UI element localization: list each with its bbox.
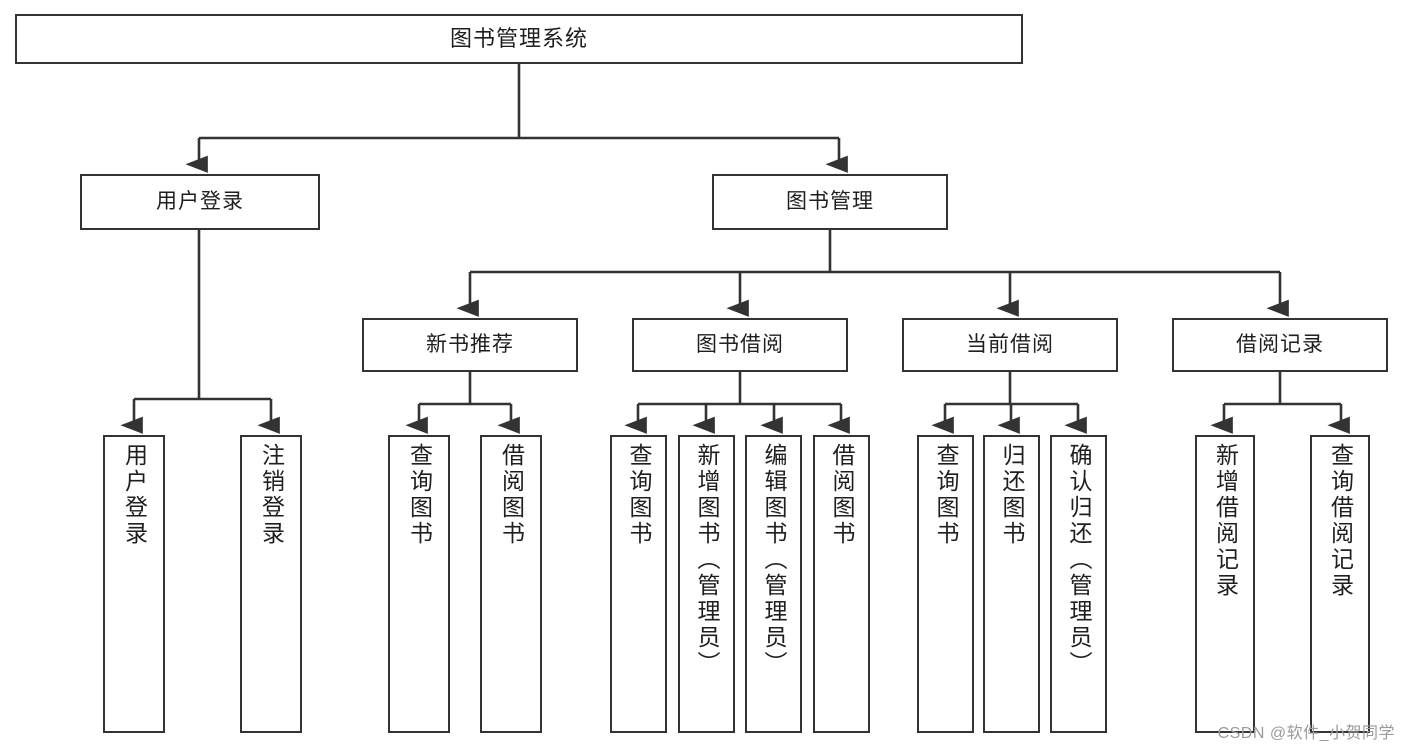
node-current-borrow[interactable]: 当前借阅 — [902, 318, 1118, 372]
leaf-user-login-signin[interactable]: 用户登录 — [103, 435, 165, 733]
node-root-system[interactable]: 图书管理系统 — [15, 14, 1023, 64]
node-label: 当前借阅 — [966, 333, 1054, 357]
node-label: 新增图书（管理员） — [694, 443, 720, 677]
watermark-text: CSDN @软件_小贺同学 — [1217, 725, 1395, 742]
leaf-user-login-signout[interactable]: 注销登录 — [240, 435, 302, 733]
node-book-borrow[interactable]: 图书借阅 — [632, 318, 848, 372]
node-label: 确认归还（管理员） — [1066, 443, 1092, 677]
leaf-current-query-book[interactable]: 查询图书 — [917, 435, 974, 733]
node-label: 查询借阅记录 — [1327, 443, 1354, 599]
node-label: 图书借阅 — [696, 333, 784, 357]
node-label: 借阅记录 — [1236, 333, 1324, 357]
leaf-current-confirm-return-admin[interactable]: 确认归还（管理员） — [1050, 435, 1107, 733]
leaf-current-return-book[interactable]: 归还图书 — [983, 435, 1040, 733]
node-label: 借阅图书 — [829, 443, 855, 547]
node-label: 用户登录 — [121, 443, 148, 547]
node-user-login[interactable]: 用户登录 — [80, 174, 320, 230]
node-label: 图书管理系统 — [449, 25, 588, 51]
leaf-borrow-borrow-book[interactable]: 借阅图书 — [813, 435, 870, 733]
node-label: 编辑图书（管理员） — [761, 443, 787, 677]
leaf-recommend-borrow-book[interactable]: 借阅图书 — [480, 435, 542, 733]
node-label: 用户登录 — [156, 190, 244, 214]
leaf-borrow-edit-book-admin[interactable]: 编辑图书（管理员） — [745, 435, 802, 733]
leaf-borrow-query-book[interactable]: 查询图书 — [610, 435, 667, 733]
node-label: 查询图书 — [626, 443, 652, 547]
leaf-recommend-query-book[interactable]: 查询图书 — [388, 435, 450, 733]
node-label: 借阅图书 — [498, 443, 525, 547]
node-label: 注销登录 — [258, 443, 285, 547]
node-new-book-recommend[interactable]: 新书推荐 — [362, 318, 578, 372]
node-label: 查询图书 — [933, 443, 959, 547]
node-label: 新增借阅记录 — [1212, 443, 1239, 599]
node-label: 图书管理 — [786, 190, 874, 214]
node-book-management[interactable]: 图书管理 — [712, 174, 948, 230]
node-label: 新书推荐 — [426, 333, 514, 357]
node-borrow-record[interactable]: 借阅记录 — [1172, 318, 1388, 372]
node-label: 查询图书 — [406, 443, 433, 547]
node-label: 归还图书 — [999, 443, 1025, 547]
leaf-record-add-record[interactable]: 新增借阅记录 — [1195, 435, 1255, 733]
leaf-record-query-record[interactable]: 查询借阅记录 — [1310, 435, 1370, 733]
leaf-borrow-add-book-admin[interactable]: 新增图书（管理员） — [678, 435, 735, 733]
